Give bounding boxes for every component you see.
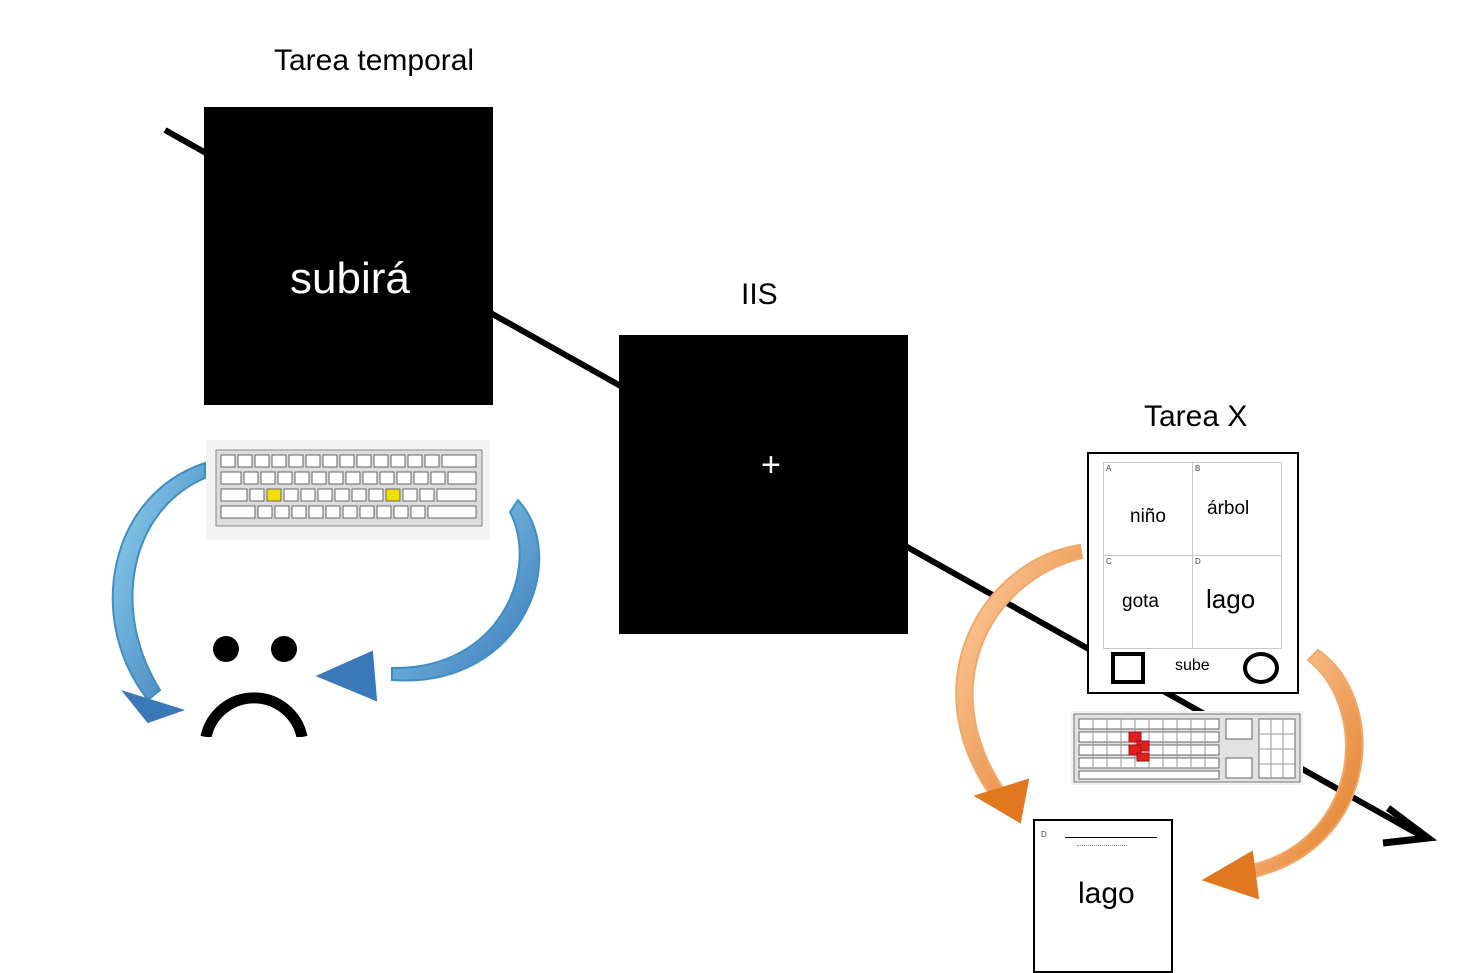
sad-face-icon [200,636,308,737]
center-word: sube [1175,657,1210,674]
result-divider [1065,837,1157,838]
yellow-key-left [266,488,282,502]
task-temporal-screen: subirá [204,107,493,405]
result-faint-marks [1077,845,1127,850]
task-x-title: Tarea X [1144,400,1248,433]
square-shape-icon [1111,652,1145,684]
task-x-screen: A niño B árbol C gota D lago sube [1087,452,1299,694]
result-card: D lago [1033,819,1173,973]
circle-shape-icon [1243,652,1279,684]
cell-word: gota [1122,591,1159,612]
keyboard-red-graphic [1073,713,1301,783]
cell-letter: A [1106,464,1112,473]
temporal-stimulus-word: subirá [290,254,410,303]
result-word: lago [1078,877,1135,910]
red-key-cluster [1128,731,1150,762]
fixation-cross: + [761,446,781,484]
cell-word: niño [1130,506,1166,527]
iis-title: IIS [741,278,778,311]
cell-letter: C [1106,557,1112,566]
yellow-key-right [385,488,401,502]
keyboard-yellow-graphic [215,449,483,527]
keyboard-icon [206,440,490,540]
task-temporal-title: Tarea temporal [274,44,475,77]
keyboard-icon [1071,711,1303,785]
cell-word: lago [1206,584,1256,614]
timeline-arrowhead [1382,805,1438,847]
cell-word: árbol [1207,498,1250,519]
result-letter: D [1041,830,1047,839]
curved-arrow-icon [955,543,1084,824]
curved-arrow-icon [315,498,541,702]
iis-screen: + [619,335,908,634]
curved-arrow-icon [1201,648,1364,900]
grid-cell-d: D lago [1192,555,1282,649]
cell-letter: B [1195,464,1201,473]
cell-letter: D [1195,557,1201,566]
curved-arrow-icon [111,461,206,724]
